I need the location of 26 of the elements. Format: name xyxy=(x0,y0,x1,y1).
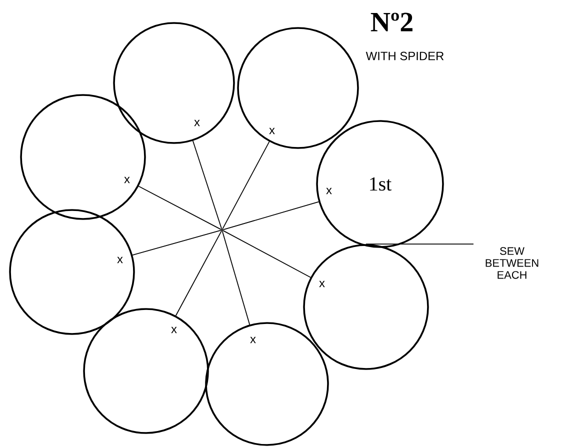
ring xyxy=(20,94,146,220)
spoke-line xyxy=(222,201,320,230)
spoke-line xyxy=(132,230,222,256)
spoke-line xyxy=(222,141,270,230)
spoke-line xyxy=(175,230,222,316)
spoke-line xyxy=(222,230,311,278)
ring xyxy=(205,322,329,446)
spoke-line xyxy=(192,140,222,230)
leader-line xyxy=(366,244,474,245)
x-mark: x xyxy=(171,326,177,334)
title: Nº2 xyxy=(370,12,412,32)
ring xyxy=(113,22,235,144)
spoke-line xyxy=(222,230,250,326)
x-mark: x xyxy=(319,280,325,288)
ring xyxy=(303,244,429,370)
note-text: SEW BETWEEN EACH xyxy=(486,247,538,279)
x-mark: x xyxy=(326,188,332,194)
ring xyxy=(237,27,359,149)
x-mark: x xyxy=(194,120,200,126)
x-mark: x xyxy=(269,128,275,134)
x-mark: x xyxy=(124,176,130,184)
spoke-line xyxy=(138,186,222,230)
ring xyxy=(9,209,135,335)
ring xyxy=(83,308,209,434)
x-mark: x xyxy=(117,256,123,264)
x-mark: x xyxy=(250,336,256,344)
